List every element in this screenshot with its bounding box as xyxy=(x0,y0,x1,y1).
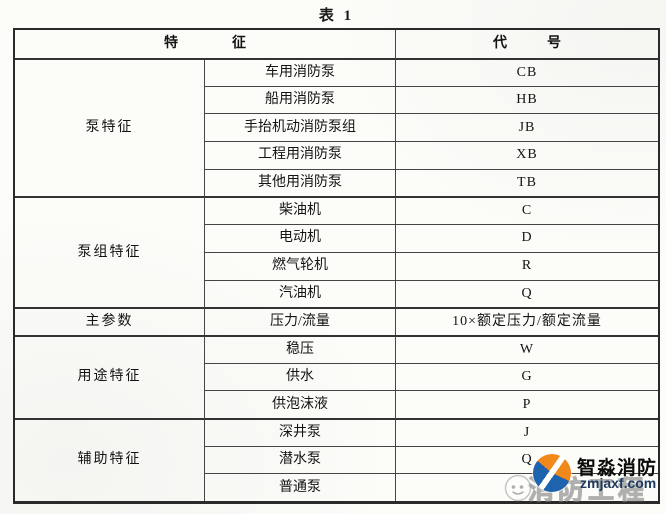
feature-cell: 电动机 xyxy=(204,224,395,252)
code-cell: R xyxy=(395,251,658,280)
feature-cell: 稳压 xyxy=(204,334,395,363)
feature-cell: 其他用消防泵 xyxy=(204,168,395,197)
feature-cell: 船用消防泵 xyxy=(204,85,395,114)
watermark-url-text: zmjaxf.com xyxy=(580,475,657,491)
feature-cell: 车用消防泵 xyxy=(204,58,395,86)
feature-cell: 汽油机 xyxy=(204,279,395,308)
zhimiao-logo-icon xyxy=(533,454,571,492)
code-cell: D xyxy=(395,224,658,252)
code-cell: P xyxy=(395,390,658,418)
feature-cell: 深井泵 xyxy=(204,417,395,446)
classification-table: 特征 代号 泵特征 车用消防泵 CB 船用消防泵 HB 手抬机动消防泵组 JB … xyxy=(13,28,660,504)
code-cell: TB xyxy=(395,168,658,197)
feature-cell: 供泡沫液 xyxy=(204,390,395,418)
feature-cell: 供水 xyxy=(204,362,395,391)
code-cell: J xyxy=(395,417,658,446)
feature-cell: 潜水泵 xyxy=(204,445,395,474)
header-feature: 特征 xyxy=(15,30,395,58)
code-cell: Q xyxy=(395,279,658,308)
code-cell: W xyxy=(395,334,658,363)
code-cell: XB xyxy=(395,141,658,169)
group-cell-auxiliary-feature: 辅助特征 xyxy=(15,417,204,501)
header-code: 代号 xyxy=(395,30,658,58)
feature-cell: 普通泵 xyxy=(204,473,395,501)
feature-cell: 柴油机 xyxy=(204,196,395,225)
feature-cell: 燃气轮机 xyxy=(204,251,395,280)
table-title: 表 1 xyxy=(318,8,355,24)
group-cell-pump-unit-feature: 泵组特征 xyxy=(15,196,204,307)
code-cell: CB xyxy=(395,58,658,86)
code-cell: JB xyxy=(395,113,658,142)
header-feature-label: 特征 xyxy=(164,36,300,51)
group-cell-pump-feature: 泵特征 xyxy=(15,58,204,196)
code-cell: 10×额定压力/额定流量 xyxy=(395,307,658,335)
header-code-label: 代号 xyxy=(493,36,601,51)
watermark-brand-text: 智淼消防 xyxy=(577,458,658,479)
code-cell: HB xyxy=(395,85,658,114)
code-cell: G xyxy=(395,362,658,391)
group-cell-usage-feature: 用途特征 xyxy=(15,334,204,418)
code-cell: C xyxy=(395,196,658,225)
feature-cell: 手抬机动消防泵组 xyxy=(204,113,395,142)
code-cell: Q xyxy=(395,445,658,474)
code-cell xyxy=(395,473,658,501)
watermark-face-icon xyxy=(504,474,532,502)
feature-cell: 压力/流量 xyxy=(204,307,395,335)
feature-cell: 工程用消防泵 xyxy=(204,141,395,169)
group-cell-main-parameter: 主参数 xyxy=(15,307,204,335)
